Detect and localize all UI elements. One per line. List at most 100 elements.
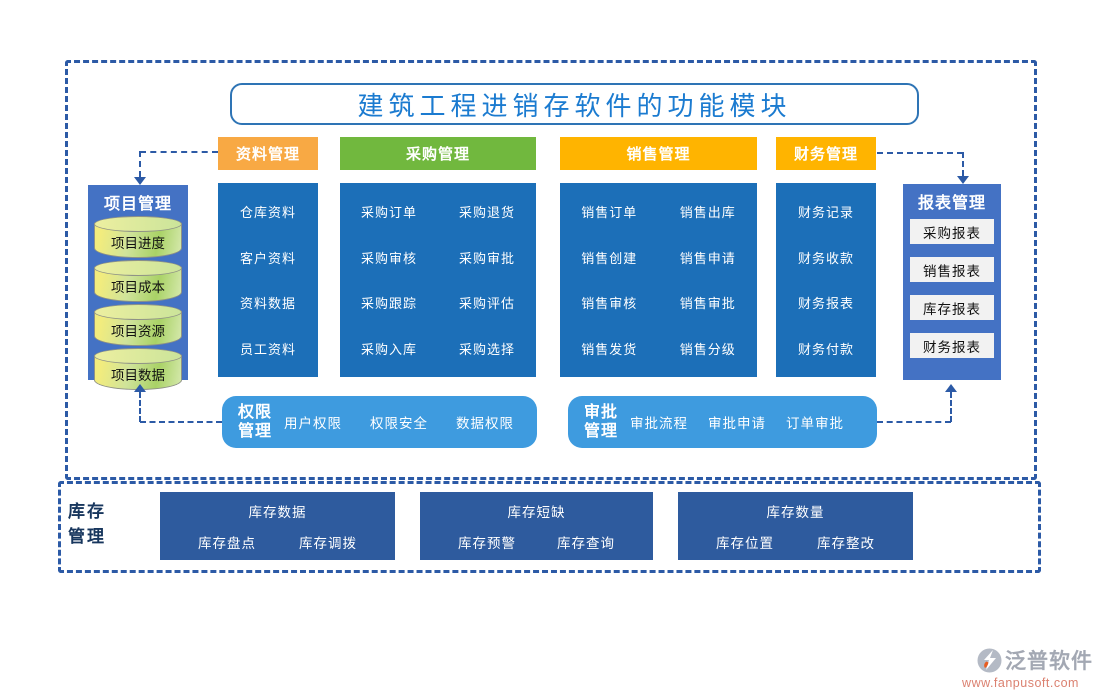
pill-items: 审批流程 审批申请 订单审批 bbox=[630, 412, 844, 432]
list-item: 销售审批 bbox=[679, 296, 736, 312]
connector-line bbox=[962, 152, 964, 176]
inventory-quantity-box: 库存数量 库存位置 库存整改 bbox=[678, 492, 913, 560]
pill-title: 审批 管理 bbox=[584, 403, 619, 440]
header-purchase-management: 采购管理 bbox=[340, 137, 536, 170]
purchase-management-column: 采购订单 采购退货 采购审核 采购审批 采购跟踪 采购评估 采购入库 采购选择 bbox=[340, 183, 536, 377]
list-item: 采购选择 bbox=[458, 341, 515, 357]
report-management-panel: 报表管理 采购报表 销售报表 库存报表 财务报表 bbox=[903, 184, 1001, 380]
arrow-down-icon bbox=[957, 176, 969, 184]
connector-line bbox=[139, 392, 141, 422]
fanpu-logo-icon bbox=[977, 648, 1002, 672]
list-item: 采购审核 bbox=[360, 250, 417, 266]
list-item: 财务记录 bbox=[797, 205, 854, 221]
brand-row: 泛普软件 bbox=[948, 645, 1093, 675]
list-item: 库存盘点 bbox=[198, 536, 256, 551]
pill-title: 权限 管理 bbox=[238, 403, 273, 440]
cylinder-top bbox=[94, 260, 182, 276]
header-finance-management: 财务管理 bbox=[776, 137, 876, 170]
header-data-management: 资料管理 bbox=[218, 137, 318, 170]
list-item: 审批申请 bbox=[708, 416, 767, 431]
connector-line bbox=[140, 151, 218, 153]
list-item: 订单审批 bbox=[786, 416, 845, 431]
list-item: 销售创建 bbox=[581, 250, 638, 266]
database-cylinder-icon: 项目成本 bbox=[94, 260, 182, 302]
approval-management-box: 审批 管理 审批流程 审批申请 订单审批 bbox=[568, 396, 877, 448]
report-box: 销售报表 bbox=[910, 257, 994, 282]
arrow-down-icon bbox=[134, 177, 146, 185]
list-item: 用户权限 bbox=[284, 416, 343, 431]
list-item: 采购订单 bbox=[360, 205, 417, 221]
connector-line bbox=[139, 151, 141, 177]
cylinder-top bbox=[94, 304, 182, 320]
connector-line bbox=[877, 421, 951, 423]
list-item: 财务报表 bbox=[797, 296, 854, 312]
list-item: 销售订单 bbox=[581, 205, 638, 221]
list-item: 销售出库 bbox=[679, 205, 736, 221]
report-box: 采购报表 bbox=[910, 219, 994, 244]
sales-management-column: 销售订单 销售出库 销售创建 销售申请 销售审核 销售审批 销售发货 销售分级 bbox=[560, 183, 757, 377]
list-item: 仓库资料 bbox=[239, 205, 296, 221]
report-box: 库存报表 bbox=[910, 295, 994, 320]
list-item: 库存查询 bbox=[557, 536, 615, 551]
inventory-box-title: 库存短缺 bbox=[507, 505, 566, 520]
database-cylinder-icon: 项目资源 bbox=[94, 304, 182, 346]
report-box: 财务报表 bbox=[910, 333, 994, 358]
connector-line bbox=[877, 152, 963, 154]
list-item: 财务付款 bbox=[797, 341, 854, 357]
inventory-box-title: 库存数量 bbox=[766, 505, 825, 520]
brand-url: www.fanpusoft.com bbox=[962, 676, 1079, 690]
list-item: 权限安全 bbox=[370, 416, 429, 431]
list-item: 采购评估 bbox=[458, 296, 515, 312]
list-item: 审批流程 bbox=[630, 416, 689, 431]
list-item: 资料数据 bbox=[239, 296, 296, 312]
inventory-box-title: 库存数据 bbox=[248, 505, 307, 520]
inventory-box-items: 库存位置 库存整改 bbox=[678, 532, 913, 552]
inventory-section-label: 库存 管理 bbox=[68, 502, 106, 546]
cylinder-label: 项目数据 bbox=[111, 368, 165, 383]
cylinder-label: 项目进度 bbox=[111, 236, 165, 251]
list-item: 财务收款 bbox=[797, 250, 854, 266]
list-item: 员工资料 bbox=[239, 341, 296, 357]
diagram-title-box: 建筑工程进销存软件的功能模块 bbox=[230, 83, 919, 125]
inventory-section-border bbox=[58, 481, 1041, 573]
permission-management-box: 权限 管理 用户权限 权限安全 数据权限 bbox=[222, 396, 537, 448]
inventory-box-items: 库存盘点 库存调拨 bbox=[160, 532, 395, 552]
list-item: 库存整改 bbox=[817, 536, 875, 551]
inventory-shortage-box: 库存短缺 库存预警 库存查询 bbox=[420, 492, 653, 560]
project-management-panel: 项目管理 项目进度 项目成本 项目资源 项目数据 bbox=[88, 185, 188, 390]
brand-name: 泛普软件 bbox=[1005, 650, 1093, 673]
connector-line bbox=[140, 421, 222, 423]
database-cylinder-icon: 项目进度 bbox=[94, 216, 182, 258]
list-item: 采购退货 bbox=[458, 205, 515, 221]
panel-title: 报表管理 bbox=[917, 195, 986, 212]
header-sales-management: 销售管理 bbox=[560, 137, 757, 170]
cylinder-label: 项目资源 bbox=[111, 324, 165, 339]
list-item: 销售发货 bbox=[581, 341, 638, 357]
list-item: 销售分级 bbox=[679, 341, 736, 357]
footer-brand: 泛普软件 www.fanpusoft.com bbox=[948, 645, 1093, 690]
connector-line bbox=[950, 392, 952, 422]
list-item: 库存预警 bbox=[458, 536, 516, 551]
list-item: 采购审批 bbox=[458, 250, 515, 266]
page-title: 建筑工程进销存软件的功能模块 bbox=[357, 90, 792, 121]
list-item: 库存位置 bbox=[716, 536, 774, 551]
list-item: 采购跟踪 bbox=[360, 296, 417, 312]
data-management-column: 仓库资料 客户资料 资料数据 员工资料 bbox=[218, 183, 318, 377]
panel-title: 项目管理 bbox=[103, 196, 172, 213]
finance-management-column: 财务记录 财务收款 财务报表 财务付款 bbox=[776, 183, 876, 377]
list-item: 销售申请 bbox=[679, 250, 736, 266]
cylinder-top bbox=[94, 216, 182, 232]
list-item: 采购入库 bbox=[360, 341, 417, 357]
list-item: 销售审核 bbox=[581, 296, 638, 312]
arrow-up-icon bbox=[945, 384, 957, 392]
arrow-up-icon bbox=[134, 384, 146, 392]
list-item: 数据权限 bbox=[456, 416, 515, 431]
list-item: 客户资料 bbox=[239, 250, 296, 266]
list-item: 库存调拨 bbox=[299, 536, 357, 551]
cylinder-top bbox=[94, 348, 182, 364]
cylinder-label: 项目成本 bbox=[111, 280, 165, 295]
inventory-box-items: 库存预警 库存查询 bbox=[420, 532, 653, 552]
pill-items: 用户权限 权限安全 数据权限 bbox=[284, 412, 514, 432]
main-modules-border bbox=[65, 60, 1037, 480]
inventory-data-box: 库存数据 库存盘点 库存调拨 bbox=[160, 492, 395, 560]
